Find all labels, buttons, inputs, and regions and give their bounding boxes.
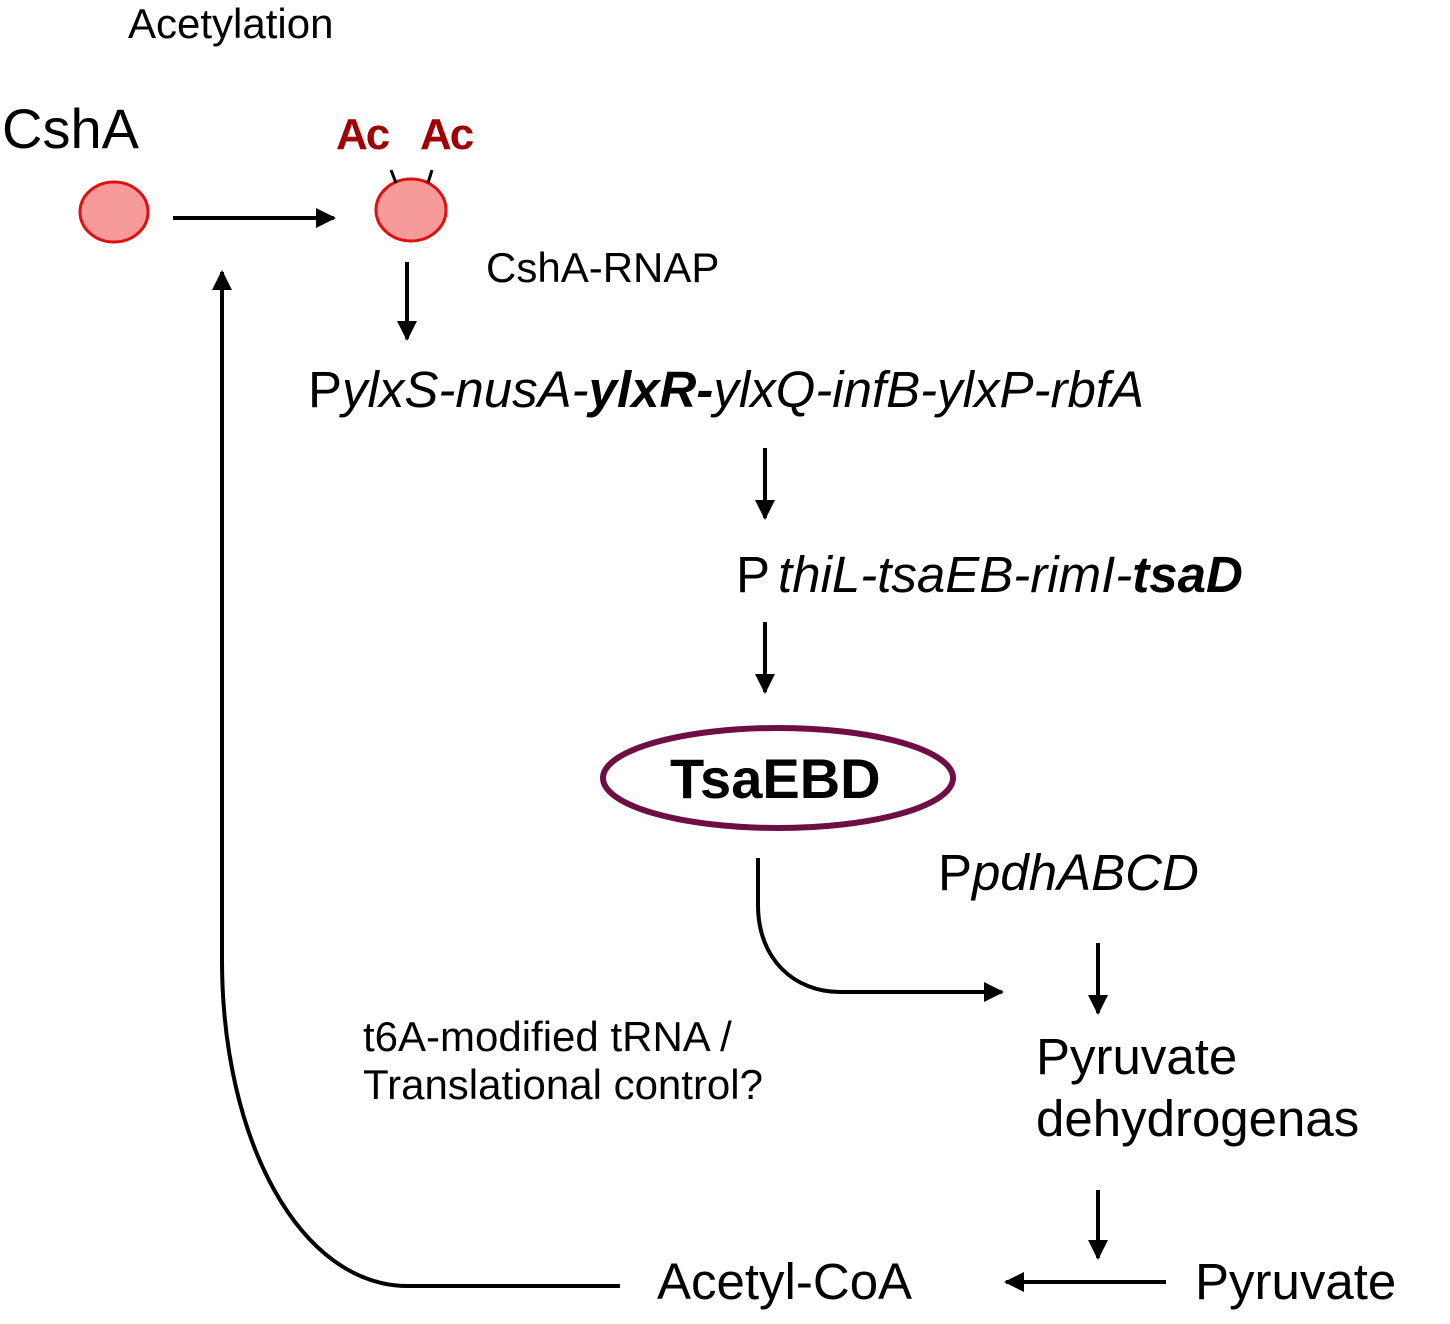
- tsaebd-complex-outline: [600, 725, 956, 831]
- pdh-line1: Pyruvate: [1036, 1028, 1238, 1085]
- operon2-genes-part1: thiL-tsaEB-rimI-: [778, 546, 1133, 603]
- operon2-genes-bold: tsaD: [1132, 546, 1243, 603]
- acetyl-bond-left: [389, 169, 398, 184]
- t6a-line2: Translational control?: [363, 1061, 763, 1108]
- operon1-genes-part1: ylxS-nusA-: [342, 361, 589, 418]
- operon1-genes-part2: ylxQ-infB-ylxP-rbfA: [713, 361, 1145, 418]
- csha-rnap-label: CshA-RNAP: [486, 244, 720, 291]
- feedback-arrow-acetylcoa-to-acetylation: [212, 270, 620, 1288]
- operon-ylxs-rbfa-label: PylxS-nusA-ylxR-ylxQ-infB-ylxP-rbfA: [308, 360, 1144, 419]
- acetylated-csha-icon: [374, 177, 448, 243]
- pdh-promoter-p: P: [938, 844, 973, 901]
- acetyl-bond-right: [426, 169, 434, 184]
- t6a-line1: t6A-modified tRNA /: [363, 1013, 732, 1060]
- pyruvate-label: Pyruvate: [1195, 1253, 1397, 1310]
- acetylation-label: Acetylation: [128, 0, 334, 47]
- tsaebd-label: TsaEBD: [670, 747, 881, 810]
- arrow-tsaebd-to-pdh: [756, 858, 1004, 1002]
- acetyl-group-right-label: Ac: [420, 110, 474, 159]
- pdh-line2: dehydrogenas: [1036, 1090, 1360, 1147]
- operon1-genes-bold: ylxR-: [588, 361, 714, 418]
- pdh-promoter-gene: pdhABCD: [972, 844, 1199, 901]
- pyruvate-dehydrogenase-label: Pyruvate dehydrogenas: [1036, 1026, 1359, 1150]
- t6a-annotation: t6A-modified tRNA / Translational contro…: [363, 1013, 763, 1109]
- pdhabcd-promoter-label: PpdhABCD: [938, 843, 1199, 902]
- operon2-promoter: P: [736, 546, 771, 603]
- operon1-promoter: P: [308, 361, 343, 418]
- csha-protein-icon: [78, 180, 150, 244]
- acetyl-coa-label: Acetyl-CoA: [657, 1253, 913, 1310]
- csha-label: CshA: [2, 97, 139, 160]
- acetyl-group-left-label: Ac: [336, 110, 390, 159]
